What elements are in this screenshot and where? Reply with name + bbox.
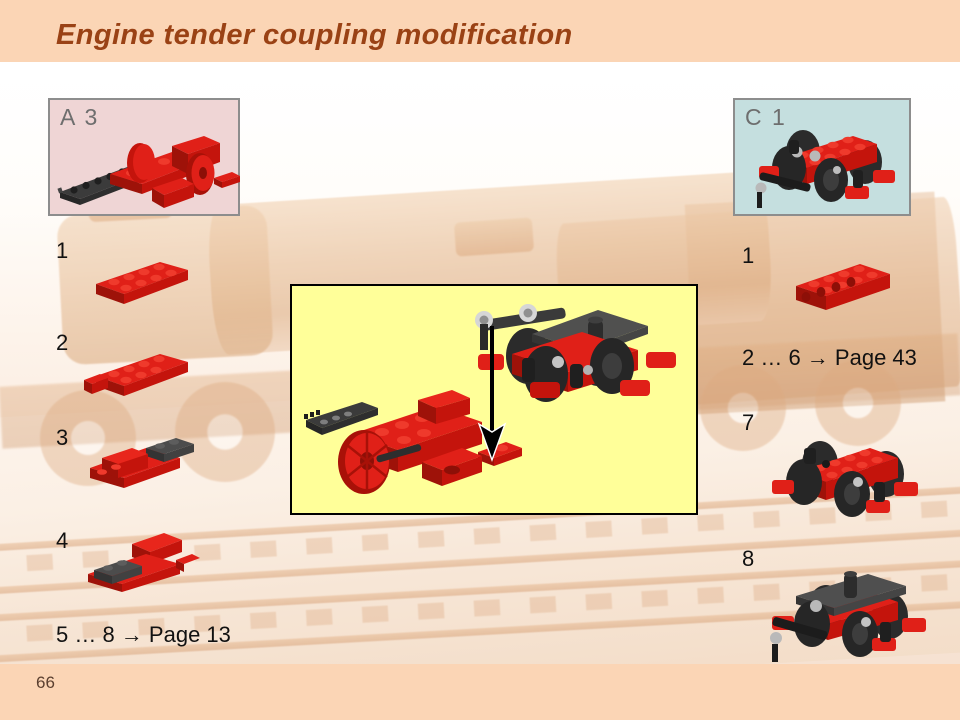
- reference-box-c1[interactable]: C 1: [733, 98, 911, 216]
- model-c1-bogie: [745, 122, 905, 214]
- model-left-step-3: [84, 434, 200, 494]
- model-right-step-8: [756, 566, 936, 666]
- model-left-step-4: [80, 530, 200, 596]
- assembly-direction-arrow-icon: [476, 324, 512, 464]
- model-left-step-1: [88, 258, 194, 308]
- step-number-left-1: 1: [56, 238, 69, 263]
- step-number-right-1: 1: [742, 243, 755, 268]
- main-assembly-panel[interactable]: [290, 284, 698, 515]
- model-left-step-2: [82, 348, 194, 402]
- main-panel-coupling-assembly: [302, 390, 542, 506]
- step-number-left-4: 4: [56, 528, 69, 553]
- footer-band: [0, 664, 960, 720]
- left-column-reference[interactable]: 5 … 8 → Page 13: [56, 622, 231, 647]
- reference-box-a3-label: A 3: [60, 104, 100, 130]
- header-band: [0, 0, 960, 62]
- step-number-left-3: 3: [56, 425, 69, 450]
- locomotive-wheel: [815, 360, 901, 446]
- step-number-left-2: 2: [56, 330, 69, 355]
- right-column-reference[interactable]: 2 … 6 → Page 43: [742, 345, 917, 370]
- page-title: Engine tender coupling modification: [56, 19, 573, 51]
- reference-box-c1-label: C 1: [745, 104, 787, 130]
- locomotive-wheel: [175, 382, 275, 482]
- locomotive-sand-dome: [453, 217, 535, 257]
- page-number: 66: [36, 673, 55, 692]
- main-panel-bogie-assembly: [470, 300, 690, 428]
- model-right-step-1: [790, 258, 900, 314]
- model-a3-coupling-assembly: [54, 126, 240, 216]
- model-right-step-7: [758, 432, 928, 524]
- step-number-right-7: 7: [742, 410, 755, 435]
- step-number-right-8: 8: [742, 546, 755, 571]
- reference-box-a3[interactable]: A 3: [48, 98, 240, 216]
- locomotive-wheel: [700, 365, 786, 451]
